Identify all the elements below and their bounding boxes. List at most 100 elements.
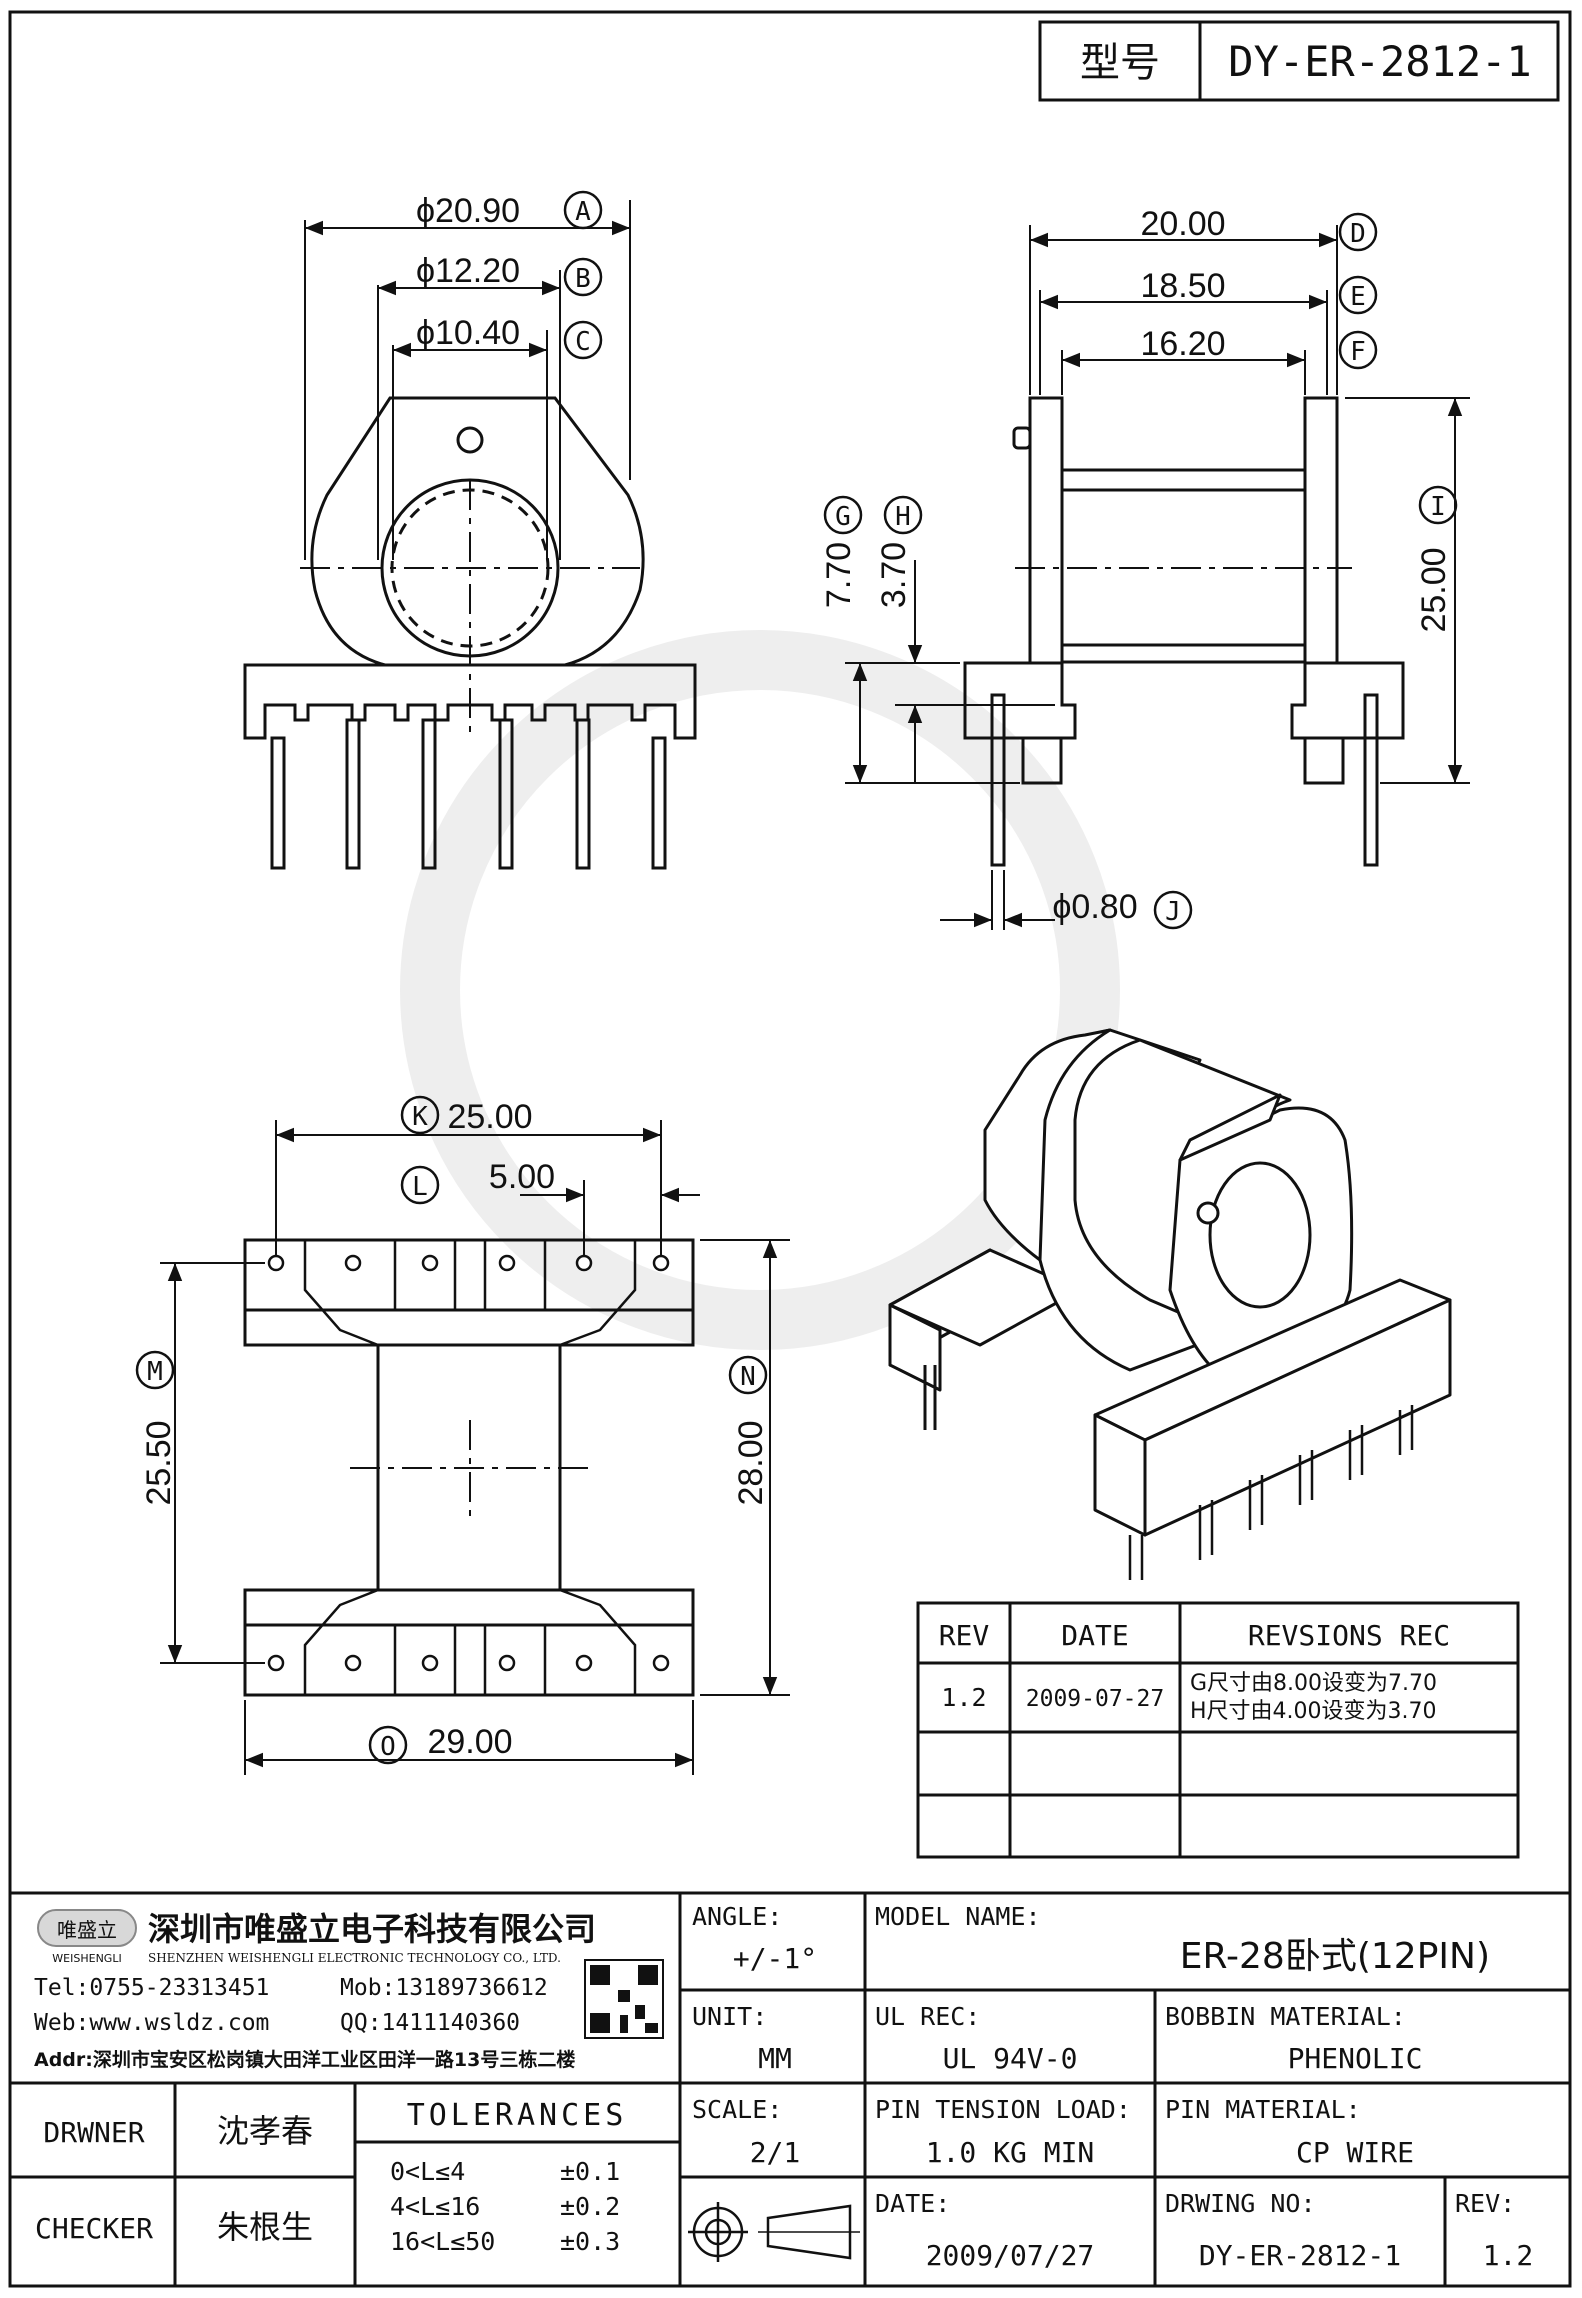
scale-value: 2/1 bbox=[750, 2136, 801, 2169]
company-address: Addr:深圳市宝安区松岗镇大田洋工业区田洋一路13号三栋二楼 bbox=[34, 2048, 575, 2071]
company-qq: QQ:1411140360 bbox=[340, 2010, 520, 2036]
revision-table bbox=[916, 1601, 1520, 1859]
tolerance-value-3: ±0.3 bbox=[560, 2227, 620, 2256]
ref-a: A bbox=[575, 197, 591, 227]
checker-label: CHECKER bbox=[35, 2212, 153, 2245]
front-view bbox=[243, 396, 697, 870]
ref-f: F bbox=[1350, 337, 1366, 367]
angle-value: +/-1° bbox=[733, 1942, 817, 1975]
side-view bbox=[963, 396, 1405, 867]
rev-table-cell-date: 2009-07-27 bbox=[1026, 1686, 1164, 1712]
pin-material-value: CP WIRE bbox=[1296, 2136, 1414, 2169]
dim-i-value: 25.00 bbox=[1415, 547, 1453, 632]
rev-table-cell-rec-2: H尺寸由4.00设变为3.70 bbox=[1190, 1699, 1437, 1724]
unit-label: UNIT: bbox=[692, 2002, 767, 2031]
front-view-dimensions bbox=[304, 200, 631, 560]
company-logo bbox=[37, 1909, 137, 1947]
rev-value: 1.2 bbox=[1483, 2239, 1534, 2272]
front-view-base bbox=[243, 663, 697, 740]
qr-code-icon bbox=[584, 1959, 664, 2039]
bottom-view bbox=[243, 1238, 695, 1697]
model-box-value: DY-ER-2812-1 bbox=[1228, 37, 1531, 86]
model-box-label: 型号 bbox=[1080, 40, 1160, 86]
ref-m: M bbox=[147, 1357, 163, 1387]
bobbin-material-label: BOBBIN MATERIAL: bbox=[1165, 2002, 1406, 2031]
company-tel: Tel:0755-23313451 bbox=[34, 1975, 269, 2001]
ref-o: O bbox=[380, 1732, 396, 1762]
front-view-pins bbox=[270, 718, 667, 870]
bottom-view-dimensions bbox=[160, 1120, 790, 1775]
ref-callouts-front bbox=[563, 190, 603, 360]
date-label: DATE: bbox=[875, 2189, 950, 2218]
model-name-label: MODEL NAME: bbox=[875, 1902, 1041, 1931]
tolerance-range-1: 0<L≤4 bbox=[390, 2157, 465, 2186]
ref-k: K bbox=[412, 1102, 428, 1132]
ref-n: N bbox=[740, 1362, 756, 1392]
model-box: 型号 DY-ER-2812-1 bbox=[1038, 20, 1560, 102]
ref-callouts-side bbox=[823, 212, 1458, 930]
ref-d: D bbox=[1350, 219, 1366, 249]
bobbin-material-value: PHENOLIC bbox=[1288, 2042, 1423, 2075]
bottom-view-pins bbox=[267, 1254, 670, 1672]
dim-d-value: 20.00 bbox=[1140, 205, 1225, 243]
dim-c-value: ϕ10.40 bbox=[416, 314, 520, 352]
drawer-value: 沈孝春 bbox=[217, 2112, 313, 2150]
ref-e: E bbox=[1350, 282, 1366, 312]
company-name-en: SHENZHEN WEISHENGLI ELECTRONIC TECHNOLOG… bbox=[148, 1951, 561, 1965]
ul-rec-value: UL 94V-0 bbox=[943, 2042, 1078, 2075]
company-name-cn: 深圳市唯盛立电子科技有限公司 bbox=[148, 1910, 596, 1948]
isometric-view bbox=[888, 1028, 1452, 1580]
front-view-flange bbox=[310, 396, 645, 667]
date-value: 2009/07/27 bbox=[926, 2239, 1095, 2272]
dim-a-value: ϕ20.90 bbox=[416, 192, 520, 230]
rev-table-header-date: DATE bbox=[1061, 1619, 1128, 1652]
sheet-border bbox=[8, 10, 1572, 2288]
title-block-grid bbox=[10, 1891, 1570, 2286]
dim-l-value: 5.00 bbox=[489, 1158, 555, 1196]
company-mob: Mob:13189736612 bbox=[340, 1975, 548, 2001]
dim-b-value: ϕ12.20 bbox=[416, 252, 520, 290]
dim-j-value: ϕ0.80 bbox=[1052, 888, 1137, 926]
tolerance-value-2: ±0.2 bbox=[560, 2192, 620, 2221]
drawing-no-label: DRWING NO: bbox=[1165, 2189, 1316, 2218]
ref-callouts-bottom bbox=[135, 1095, 768, 1765]
ref-i: I bbox=[1430, 492, 1446, 522]
projection-symbol-icon bbox=[688, 2202, 860, 2262]
rev-table-cell-rev: 1.2 bbox=[941, 1683, 986, 1712]
dim-h-value: 3.70 bbox=[875, 542, 913, 608]
rev-table-cell-rec-1: G尺寸由8.00设变为7.70 bbox=[1190, 1671, 1437, 1696]
company-logo-text: 唯盛立 bbox=[57, 1918, 117, 1942]
scale-label: SCALE: bbox=[692, 2095, 782, 2124]
tolerance-range-2: 4<L≤16 bbox=[390, 2192, 480, 2221]
dim-o-value: 29.00 bbox=[427, 1723, 512, 1761]
side-view-dimensions bbox=[845, 225, 1470, 930]
drawing-no-value: DY-ER-2812-1 bbox=[1199, 2239, 1401, 2272]
pin-tension-value: 1.0 KG MIN bbox=[926, 2136, 1095, 2169]
rev-label: REV: bbox=[1455, 2189, 1515, 2218]
angle-label: ANGLE: bbox=[692, 1902, 782, 1931]
model-name-value: ER-28卧式(12PIN) bbox=[1180, 1936, 1490, 1977]
dim-k-value: 25.00 bbox=[447, 1098, 532, 1136]
dim-n-value: 28.00 bbox=[732, 1420, 770, 1505]
ref-g: G bbox=[835, 502, 851, 532]
tolerance-value-1: ±0.1 bbox=[560, 2157, 620, 2186]
ul-rec-label: UL REC: bbox=[875, 2002, 980, 2031]
watermark bbox=[400, 630, 1120, 1350]
company-web: Web:www.wsldz.com bbox=[34, 2010, 269, 2036]
pin-material-label: PIN MATERIAL: bbox=[1165, 2095, 1361, 2124]
tolerance-range-3: 16<L≤50 bbox=[390, 2227, 495, 2256]
dim-f-value: 16.20 bbox=[1140, 325, 1225, 363]
dim-e-value: 18.50 bbox=[1140, 267, 1225, 305]
drawer-label: DRWNER bbox=[43, 2116, 144, 2149]
ref-b: B bbox=[575, 264, 591, 294]
checker-value: 朱根生 bbox=[217, 2208, 313, 2246]
rev-table-header-rev: REV bbox=[939, 1619, 990, 1652]
ref-c: C bbox=[575, 327, 591, 357]
tolerances-label: TOLERANCES bbox=[407, 2098, 628, 2133]
ref-h: H bbox=[895, 502, 911, 532]
rev-table-header-rec: REVSIONS REC bbox=[1248, 1619, 1450, 1652]
pin-tension-label: PIN TENSION LOAD: bbox=[875, 2095, 1131, 2124]
dim-m-value: 25.50 bbox=[140, 1420, 178, 1505]
unit-value: MM bbox=[758, 2042, 792, 2075]
